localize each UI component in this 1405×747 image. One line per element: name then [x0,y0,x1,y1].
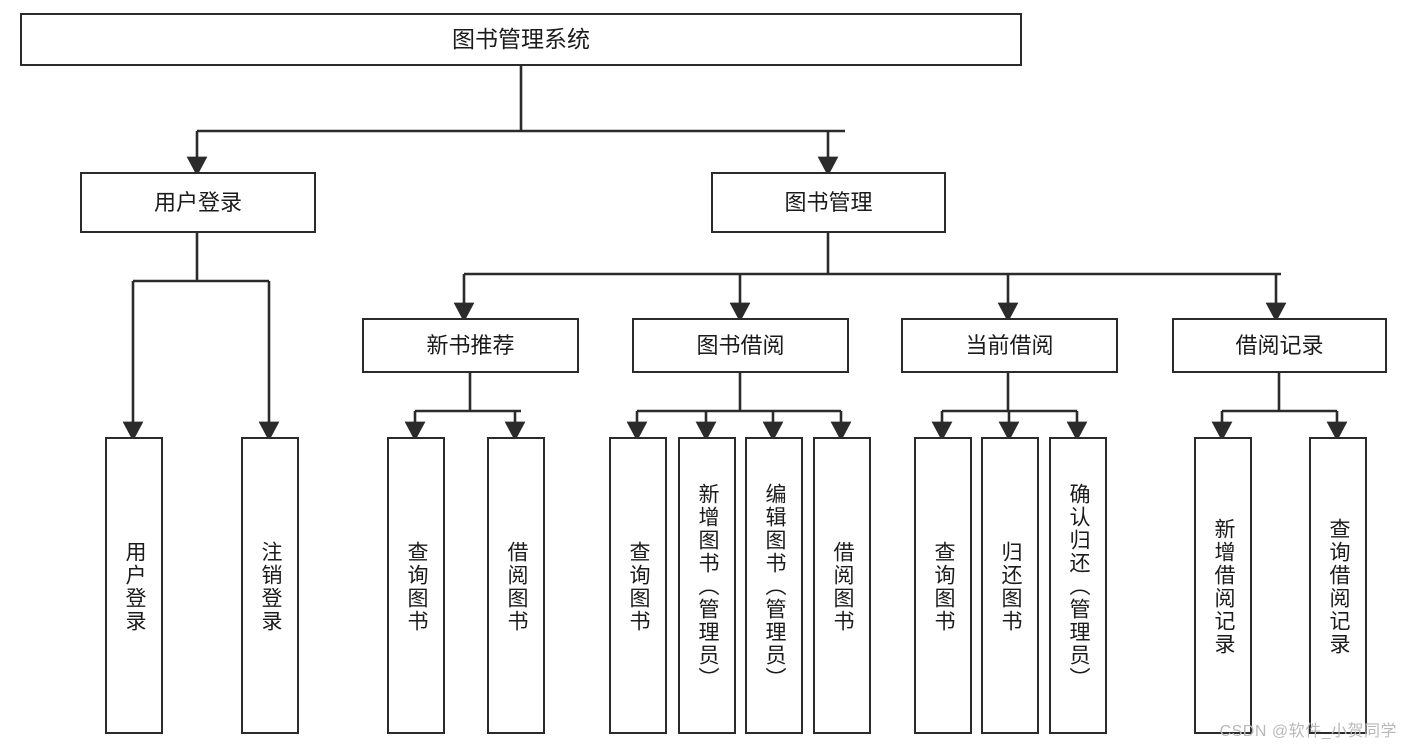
leaf-borrow-book-1[interactable]: 借阅图书 [487,437,545,734]
leaf-edit-book[interactable]: 编辑图书（管理员） [745,437,803,734]
leaf-query-book-1[interactable]: 查询图书 [387,437,445,734]
node-book-manage[interactable]: 图书管理 [711,172,946,233]
node-borrow-record-label: 借阅记录 [1235,332,1324,358]
node-user-login[interactable]: 用户登录 [80,172,316,233]
leaf-return-book-label: 归还图书 [999,540,1023,633]
leaf-query-book-3[interactable]: 查询图书 [914,437,972,734]
node-borrow-record[interactable]: 借阅记录 [1172,318,1387,373]
leaf-query-book-1-label: 查询图书 [405,540,429,633]
watermark-text: CSDN @软件_小贺同学 [1219,723,1397,740]
node-root-label: 图书管理系统 [452,25,590,52]
node-new-book-recommend-label: 新书推荐 [426,332,515,358]
leaf-query-book-2[interactable]: 查询图书 [609,437,667,734]
leaf-logout-login-label: 注销登录 [259,540,283,633]
leaf-query-record[interactable]: 查询借阅记录 [1309,437,1367,734]
leaf-user-login-label: 用户登录 [123,540,147,633]
leaf-add-record[interactable]: 新增借阅记录 [1194,437,1252,734]
leaf-confirm-return-label: 确认归还（管理员） [1067,483,1091,690]
node-current-borrow-label: 当前借阅 [965,332,1054,358]
node-root-system[interactable]: 图书管理系统 [20,13,1022,66]
node-book-manage-label: 图书管理 [784,189,873,215]
leaf-borrow-book-2-label: 借阅图书 [831,540,855,633]
leaf-query-book-3-label: 查询图书 [932,540,956,633]
node-user-login-label: 用户登录 [153,189,242,215]
leaf-logout-login[interactable]: 注销登录 [241,437,299,734]
leaf-add-book[interactable]: 新增图书（管理员） [678,437,736,734]
leaf-add-record-label: 新增借阅记录 [1212,517,1236,656]
leaf-user-login[interactable]: 用户登录 [105,437,163,734]
leaf-add-book-label: 新增图书（管理员） [696,483,720,690]
leaf-confirm-return[interactable]: 确认归还（管理员） [1049,437,1107,734]
leaf-edit-book-label: 编辑图书（管理员） [763,483,787,690]
node-book-borrow-label: 图书借阅 [696,332,785,358]
leaf-query-book-2-label: 查询图书 [627,540,651,633]
leaf-borrow-book-1-label: 借阅图书 [505,540,529,633]
leaf-borrow-book-2[interactable]: 借阅图书 [813,437,871,734]
node-book-borrow[interactable]: 图书借阅 [632,318,849,373]
node-current-borrow[interactable]: 当前借阅 [901,318,1118,373]
leaf-query-record-label: 查询借阅记录 [1327,517,1351,656]
leaf-return-book[interactable]: 归还图书 [981,437,1039,734]
node-new-book-recommend[interactable]: 新书推荐 [362,318,579,373]
